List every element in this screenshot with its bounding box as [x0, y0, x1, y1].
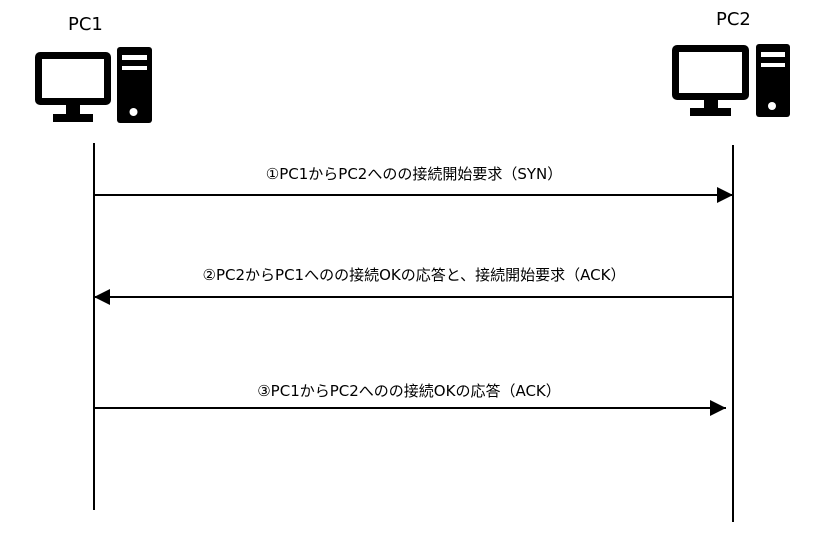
pc2-label: PC2: [716, 9, 751, 30]
message-label-2: ②PC2からPC1へのの接続OKの応答と、接続開始要求（ACK）: [202, 266, 626, 284]
pc1-label: PC1: [68, 14, 103, 35]
message-label-1: ①PC1からPC2へのの接続開始要求（SYN）: [265, 165, 563, 183]
message-label-3: ③PC1からPC2へのの接続OKの応答（ACK）: [257, 382, 561, 400]
pc1-computer-icon: [35, 47, 152, 123]
pc2-computer-icon: [672, 44, 790, 117]
